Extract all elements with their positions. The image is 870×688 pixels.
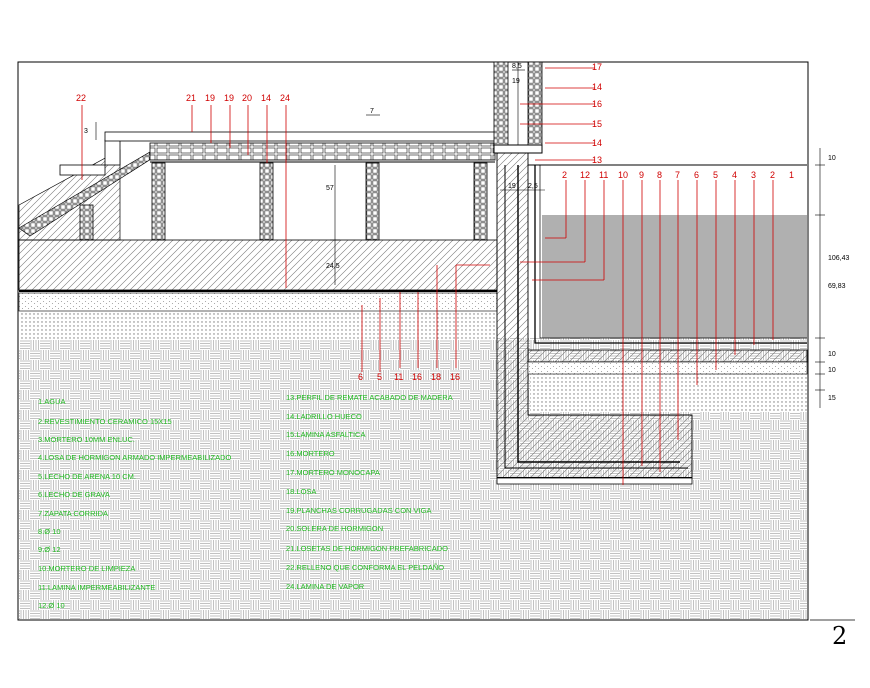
callout-row-7: 7 bbox=[675, 170, 680, 180]
dim-wall-height: 57 bbox=[326, 185, 334, 192]
soil-dotted-band bbox=[19, 310, 497, 340]
callout-row-10: 10 bbox=[618, 170, 628, 180]
tank-tile bbox=[539, 165, 807, 339]
concrete-slab bbox=[18, 239, 498, 291]
callout-22: 22 bbox=[76, 93, 86, 103]
callout-21: 21 bbox=[186, 93, 196, 103]
coping-cap bbox=[493, 144, 543, 154]
legend-item: 19.PLANCHAS CORRUGADAS CON VIGA bbox=[286, 506, 431, 515]
legend-item: 11.LAMINA IMPERMEABILIZANTE bbox=[38, 583, 155, 592]
callout-bottom-16a: 16 bbox=[412, 372, 422, 382]
callout-13: 13 bbox=[592, 155, 602, 165]
legend-left: 1.AGUA 2.REVESTIMIENTO CERAMICO 15X15 3.… bbox=[38, 397, 232, 610]
legend-right: 13.PERFIL DE REMATE ACABADO DE MADERA 14… bbox=[286, 393, 453, 591]
callout-17: 17 bbox=[592, 62, 602, 72]
callout-row-6: 6 bbox=[694, 170, 699, 180]
legend-item: 7.ZAPATA CORRIDA bbox=[38, 509, 108, 518]
callout-20: 20 bbox=[242, 93, 252, 103]
step-block bbox=[59, 164, 106, 176]
legend-item: 2.REVESTIMIENTO CERAMICO 15X15 bbox=[38, 417, 172, 426]
legend-item: 22.RELLENO QUE CONFORMA EL PELDAÑO bbox=[286, 563, 444, 572]
dim-edge-top: 10 bbox=[828, 155, 836, 162]
pool-floor-base bbox=[527, 361, 808, 375]
legend-item: 4.LOSA DE HORMIGON ARMADO IMPERMEABILIZA… bbox=[38, 453, 232, 462]
legend-item: 5.LECHO DE ARENA 10 CM. bbox=[38, 472, 136, 481]
callout-row-3: 3 bbox=[751, 170, 756, 180]
callout-16-r: 16 bbox=[592, 99, 602, 109]
callout-14: 14 bbox=[261, 93, 271, 103]
step-block-top bbox=[104, 139, 121, 166]
legend-item: 14.LADRILLO HUECO bbox=[286, 412, 362, 421]
water-body bbox=[542, 215, 807, 338]
callout-row-8: 8 bbox=[657, 170, 662, 180]
callout-row-2b: 2 bbox=[770, 170, 775, 180]
legend-item: 20.SOLERA DE HORMIGON bbox=[286, 524, 383, 533]
callout-bottom-18: 18 bbox=[431, 372, 441, 382]
legend-item: 13.PERFIL DE REMATE ACABADO DE MADERA bbox=[286, 393, 453, 402]
coping-column-right bbox=[527, 61, 543, 148]
callout-row-5: 5 bbox=[713, 170, 718, 180]
legend-item: 6.LECHO DE GRAVA bbox=[38, 490, 110, 499]
brick-pillar bbox=[151, 162, 166, 241]
dim-wall-width: 19 bbox=[508, 183, 516, 190]
callout-bottom-16b: 16 bbox=[450, 372, 460, 382]
dim-tank-inner: 69,83 bbox=[828, 283, 846, 290]
legend-item: 12.Ø 10 bbox=[38, 601, 65, 610]
callout-row-9: 9 bbox=[639, 170, 644, 180]
rebar bbox=[517, 165, 680, 463]
dim-post-width: 7 bbox=[370, 108, 374, 115]
dim-base-c: 15 bbox=[828, 395, 836, 402]
legend-item: 10.MORTERO DE LIMPIEZA bbox=[38, 564, 135, 573]
dim-base-b: 10 bbox=[828, 367, 836, 374]
dimension-lines bbox=[95, 69, 825, 408]
callout-row-11: 11 bbox=[599, 170, 608, 180]
soil-dotted-band-right bbox=[530, 374, 807, 412]
coping-column-left bbox=[493, 61, 509, 148]
brick-pillar bbox=[79, 204, 94, 241]
callout-row-1: 1 bbox=[789, 170, 794, 180]
dim-top-step: 3 bbox=[84, 128, 88, 135]
dim-right-top-a: 8,5 bbox=[512, 63, 522, 70]
callout-bottom-6: 6 bbox=[358, 372, 363, 382]
legend-item: 3.MORTERO 10MM ENLUC. bbox=[38, 435, 135, 444]
deck-slab-band bbox=[149, 142, 496, 161]
deck-topping bbox=[104, 131, 496, 142]
legend-item: 24.LAMINA DE VAPOR bbox=[286, 582, 365, 591]
rebar bbox=[504, 165, 688, 469]
legend-item: 17.MORTERO MONOCAPA bbox=[286, 468, 380, 477]
callout-19: 19 bbox=[205, 93, 215, 103]
footing-line bbox=[496, 477, 693, 485]
callout-15: 15 bbox=[592, 119, 602, 129]
page-number: 2 bbox=[832, 622, 848, 650]
callout-19b: 19 bbox=[224, 93, 234, 103]
dim-slab: 24,5 bbox=[326, 263, 340, 270]
legend-item: 18.LOSA bbox=[286, 487, 316, 496]
brick-pillar bbox=[259, 162, 274, 241]
pool-floor-slab bbox=[527, 349, 808, 363]
dim-base-a: 10 bbox=[828, 351, 836, 358]
gravel-layer bbox=[18, 292, 498, 312]
dim-tank-total: 106,43 bbox=[828, 255, 850, 262]
legend-item: 1.AGUA bbox=[38, 397, 66, 406]
callout-14-r2: 14 bbox=[592, 138, 602, 148]
brick-pillar bbox=[473, 162, 488, 241]
legend-item: 16.MORTERO bbox=[286, 449, 335, 458]
callout-leaders bbox=[81, 67, 774, 485]
legend-item: 21.LOSETAS DE HORMIGON PREFABRICADO bbox=[286, 544, 448, 553]
callout-bottom-5: 5 bbox=[377, 372, 382, 382]
dim-right-col-gap: 2,5 bbox=[528, 183, 538, 190]
legend-item: 9.Ø 12 bbox=[38, 545, 61, 554]
legend-item: 8.Ø 10 bbox=[38, 527, 61, 536]
brick-pillar bbox=[365, 162, 380, 241]
callout-row-12: 12 bbox=[580, 170, 590, 180]
callout-row-2a: 2 bbox=[562, 170, 567, 180]
legend-item: 15.LAMINA ASFALTICA bbox=[286, 430, 365, 439]
callout-bottom-11: 11 bbox=[394, 372, 403, 382]
dim-right-top-b: 19 bbox=[512, 78, 520, 85]
callout-row-4: 4 bbox=[732, 170, 737, 180]
callout-24: 24 bbox=[280, 93, 290, 103]
callout-14-r1: 14 bbox=[592, 82, 602, 92]
